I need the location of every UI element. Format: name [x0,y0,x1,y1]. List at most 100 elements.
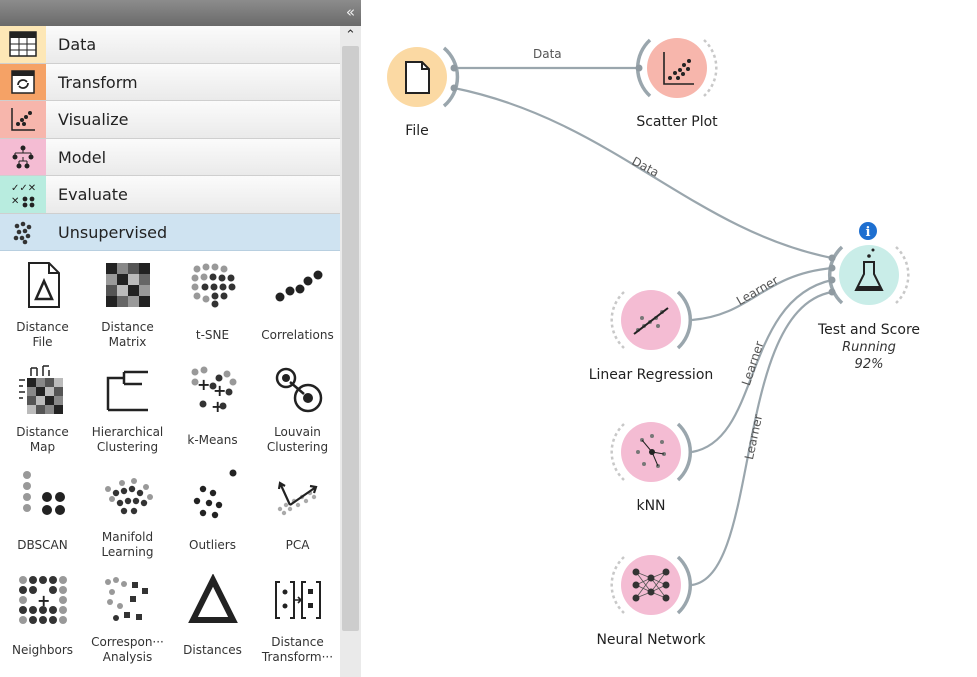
linear-regression-label: Linear Regression [588,367,714,383]
scroll-thumb[interactable] [342,46,359,631]
svg-text:✓✓✕: ✓✓✕ [11,183,36,194]
correspondence-icon [102,574,154,626]
workflow-links: i [387,38,910,615]
widget-label: Outliers [189,538,236,552]
widget-label: Neighbors [11,643,74,657]
knn-label: kNN [636,498,666,514]
collapse-toolbox-button[interactable]: « [345,3,355,21]
svg-text:i: i [866,225,871,240]
node-knn[interactable] [610,422,692,482]
widget-tsne[interactable]: t-SNE [170,251,255,356]
info-icon[interactable]: i [859,222,877,240]
hierarchical-clustering-icon [102,364,154,416]
node-linear-regression[interactable] [610,290,692,350]
widget-distance-file[interactable]: Distance File [0,251,85,356]
node-scatter-plot[interactable] [635,38,718,98]
widget-label: Distances [183,643,242,657]
widget-pca[interactable]: PCA [255,461,340,566]
toolbox-header: « [0,0,361,26]
data-category-icon [0,26,46,63]
category-evaluate[interactable]: ✓✓✕✕ Evaluate [0,176,340,214]
test-node-circle [839,245,899,305]
widget-grid: Distance File Distance Matrix t-SNE Corr… [0,251,340,677]
widget-distance-transformation[interactable]: Distance Transform··· [255,566,340,671]
widget-distance-map[interactable]: Distance Map [0,356,85,461]
node-file[interactable] [387,46,460,108]
category-label: Data [58,35,97,54]
louvain-icon [272,364,324,416]
neighbors-icon: + [17,574,69,626]
widget-label: Correlations [261,328,334,342]
transform-category-icon [0,63,46,100]
widget-toolbox: « Data Transform Visualize Model [0,0,361,677]
widget-label: Distance [16,320,69,334]
category-model[interactable]: Model [0,138,340,176]
widget-label: Distance [101,320,154,334]
category-transform[interactable]: Transform [0,63,340,101]
widget-hierarchical-clustering[interactable]: Hierarchical Clustering [85,356,170,461]
toolbox-scrollbar[interactable]: ⌃ [340,26,361,677]
unsupervised-category-icon [0,213,46,250]
kmeans-icon: +++ [187,364,239,416]
svg-text:+: + [211,397,224,416]
scroll-up-icon[interactable]: ⌃ [345,28,356,43]
distance-matrix-icon [102,259,154,311]
widget-distances[interactable]: Distances [170,566,255,671]
widget-outliers[interactable]: Outliers [170,461,255,566]
link-file-test[interactable] [453,86,833,260]
distance-transform-icon [272,574,324,626]
distances-icon [187,573,239,626]
widget-neighbors[interactable]: + Neighbors [0,566,85,671]
correlations-icon [272,259,324,311]
node-neural-network[interactable] [610,555,692,615]
svg-text:+: + [197,375,210,394]
pca-icon [272,469,324,521]
scatter-plot-icon [663,52,694,85]
widget-distance-matrix[interactable]: Distance Matrix [85,251,170,356]
svg-text:+: + [37,591,50,610]
distance-file-icon [17,259,69,311]
visualize-category-icon [0,101,46,138]
dbscan-icon [17,469,69,521]
category-unsupervised[interactable]: Unsupervised [0,213,340,251]
link-knn-test[interactable] [691,278,833,454]
link-label-file-scatter: Data [533,47,562,61]
file-icon [405,61,430,94]
scatter-node-circle [647,38,707,98]
category-label: Model [58,147,107,167]
outliers-icon [187,469,239,521]
link-nn-test[interactable] [691,290,833,587]
link-linreg-test[interactable] [691,266,833,322]
widget-label: Louvain [274,425,321,439]
category-data[interactable]: Data [0,26,340,64]
widget-correspondence-analysis[interactable]: Correspon··· Analysis [85,566,170,671]
scatter-plot-label: Scatter Plot [636,114,718,130]
widget-manifold-learning[interactable]: Manifold Learning [85,461,170,566]
test-progress-label: 92% [854,357,884,372]
widget-kmeans[interactable]: +++ k-Means [170,356,255,461]
category-label: Unsupervised [58,222,168,242]
widget-dbscan[interactable]: DBSCAN [0,461,85,566]
widget-correlations[interactable]: Correlations [255,251,340,356]
model-category-icon [0,138,46,175]
widget-louvain-clustering[interactable]: Louvain Clustering [255,356,340,461]
category-label: Evaluate [58,185,128,204]
widget-label: Learning [101,545,154,559]
widget-label: File [32,335,53,349]
node-test-and-score[interactable]: i [828,222,910,305]
widget-label: Clustering [96,440,159,454]
workflow-canvas[interactable]: i File Scatter Plot Linear Regression kN… [362,0,977,677]
manifold-icon [102,469,154,521]
evaluate-category-icon: ✓✓✕✕ [0,176,46,213]
distance-map-icon [17,364,69,416]
widget-label: t-SNE [195,328,230,342]
widget-label: Hierarchical [91,425,164,439]
widget-label: Map [29,440,56,454]
widget-label: Transform··· [261,650,334,664]
neural-network-icon [635,571,667,599]
widget-label: Manifold [101,530,154,544]
widget-label: Analysis [102,650,153,664]
linear-regression-icon [633,307,669,335]
category-visualize[interactable]: Visualize [0,101,340,139]
category-list: Data Transform Visualize Model ✓✓✕✕ Eval… [0,26,340,251]
